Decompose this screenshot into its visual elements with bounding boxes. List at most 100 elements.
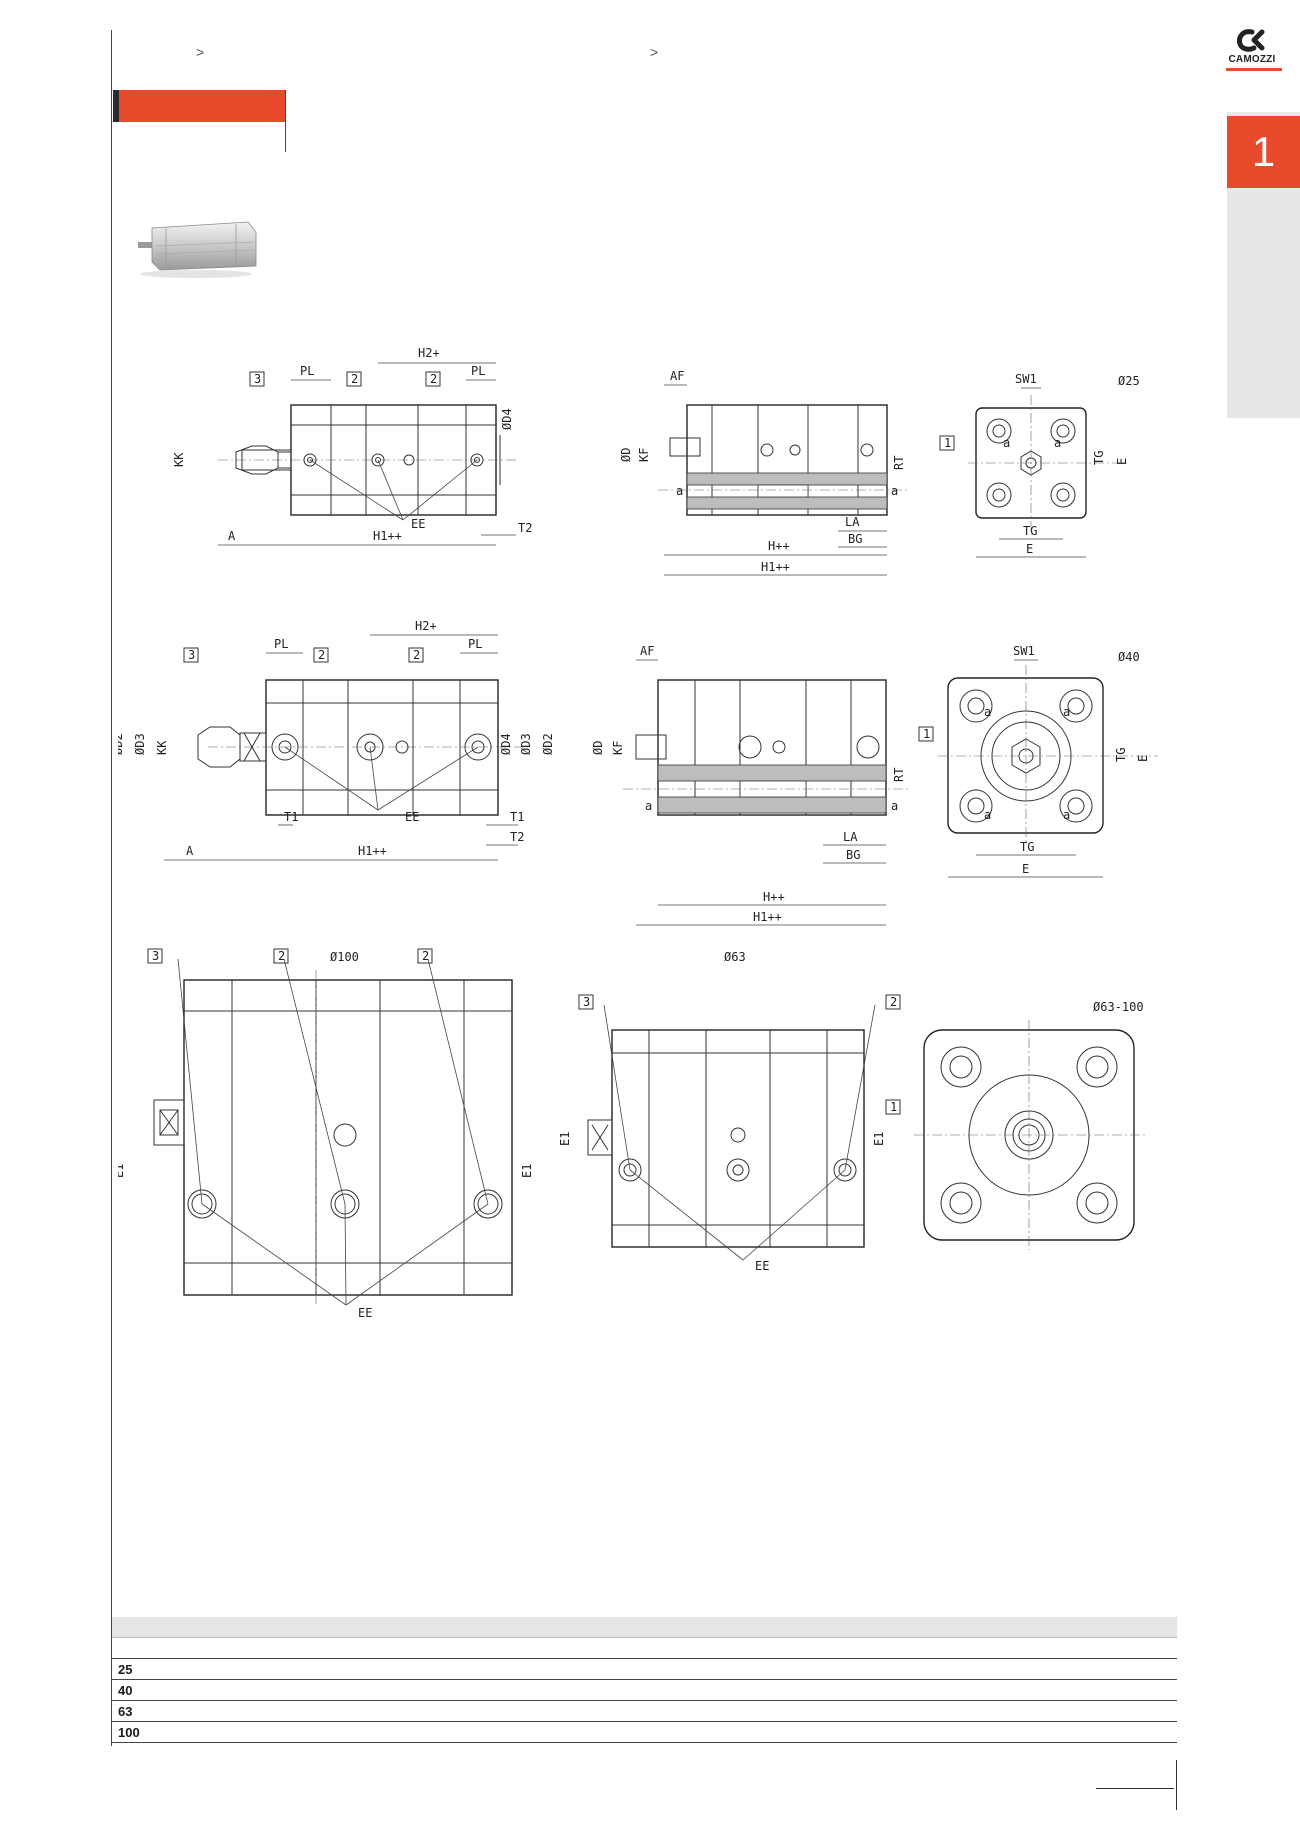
dimension-drawing: H2+ PL PL A H1++ KK ØD4 T2 EE 3 2 2: [118, 346, 1158, 1320]
callout-2: 2: [318, 648, 325, 662]
label-RT: RT: [892, 768, 906, 782]
callout-2: 2: [278, 949, 285, 963]
label-A: A: [186, 844, 194, 858]
view-d63-100-end: Ø63-100 1: [885, 1000, 1148, 1250]
label-D3: ØD3: [519, 733, 533, 755]
label-SW1: SW1: [1013, 644, 1035, 658]
row-size: 63: [112, 1700, 1177, 1722]
label-EE: EE: [358, 1306, 372, 1320]
label-PL: PL: [274, 637, 288, 651]
label-SW1: SW1: [1015, 372, 1037, 386]
label-H: H++: [763, 890, 785, 904]
label-E1: E1: [118, 1164, 126, 1178]
view-d25-end: SW1 Ø25 TG E TG E 1 a a: [939, 372, 1140, 558]
callout-3: 3: [152, 949, 159, 963]
label-H2: H2+: [415, 619, 437, 633]
label-d63-100: Ø63-100: [1093, 1000, 1144, 1014]
callout-2: 2: [890, 995, 897, 1009]
label-EE: EE: [755, 1259, 769, 1273]
breadcrumb-separator: >: [196, 44, 205, 60]
section-title-bar: [113, 90, 286, 122]
label-d63: Ø63: [724, 950, 746, 964]
label-d100: Ø100: [330, 950, 359, 964]
page-left-rule: [111, 30, 112, 1746]
label-T1: T1: [284, 810, 298, 824]
view-d40-side: H2+ PL PL A H1++ ØD2 ØD3 KK ØD4 ØD3 ØD2 …: [118, 619, 555, 861]
label-E: E: [1022, 862, 1029, 876]
table-header: [112, 1617, 1177, 1638]
label-a: a: [984, 808, 991, 822]
label-BG: BG: [846, 848, 860, 862]
label-LA: LA: [845, 515, 860, 529]
label-D2: ØD2: [541, 733, 555, 755]
breadcrumb-separator: >: [650, 44, 659, 60]
label-H1: H1++: [761, 560, 790, 574]
label-RT: RT: [892, 456, 906, 470]
callout-2: 2: [413, 648, 420, 662]
cylinder-product-photo: [138, 221, 257, 278]
label-LA: LA: [843, 830, 858, 844]
footer-vertical-rule: [1176, 1760, 1177, 1810]
row-size: 25: [112, 1658, 1177, 1680]
label-D3: ØD3: [133, 733, 147, 755]
brand-underline: [1226, 68, 1282, 71]
label-TG: TG: [1114, 748, 1128, 762]
label-a: a: [891, 484, 898, 498]
view-d25-section: H++ H1++ AF ØD KF RT LA BG a a: [619, 369, 908, 576]
label-D2: ØD2: [118, 733, 125, 755]
label-d25: Ø25: [1118, 374, 1140, 388]
footer-rule: [1096, 1788, 1174, 1789]
label-TG: TG: [1092, 451, 1106, 465]
label-KK: KK: [155, 740, 169, 755]
label-a: a: [1054, 436, 1061, 450]
label-a: a: [1063, 705, 1070, 719]
table-subheader: [112, 1637, 1177, 1659]
label-A: A: [228, 529, 236, 543]
label-a: a: [645, 799, 652, 813]
label-H: H++: [768, 539, 790, 553]
label-EE: EE: [405, 810, 419, 824]
label-d40: Ø40: [1118, 650, 1140, 664]
label-T2: T2: [518, 521, 532, 535]
label-D: ØD: [619, 448, 633, 462]
view-d40-section: H++ H1++ AF ØD KF RT LA BG a a: [591, 644, 908, 926]
chapter-tab-number[interactable]: 1: [1227, 116, 1300, 188]
row-size: 100: [112, 1721, 1177, 1743]
label-a: a: [1003, 436, 1010, 450]
label-BG: BG: [848, 532, 862, 546]
label-KF: KF: [611, 741, 625, 755]
label-PL: PL: [300, 364, 314, 378]
view-d100-side: Ø100 EE E1 E1 3 2 2: [118, 948, 534, 1320]
view-d63-side: Ø63 EE E1 E1 3 2: [558, 950, 901, 1273]
label-E: E: [1026, 542, 1033, 556]
label-TG: TG: [1023, 524, 1037, 538]
callout-1: 1: [923, 727, 930, 741]
table-row: 40: [112, 1679, 1177, 1701]
label-PL: PL: [468, 637, 482, 651]
label-E: E: [1115, 458, 1129, 465]
label-PL: PL: [471, 364, 485, 378]
label-KK: KK: [172, 452, 186, 467]
label-H1: H1++: [358, 844, 387, 858]
label-E1: E1: [872, 1132, 886, 1146]
callout-2: 2: [422, 949, 429, 963]
label-H1: H1++: [373, 529, 402, 543]
camozzi-logo-icon: [1237, 29, 1265, 52]
callout-3: 3: [188, 648, 195, 662]
callout-3: 3: [583, 995, 590, 1009]
table-row: 63: [112, 1700, 1177, 1722]
label-KF: KF: [637, 448, 651, 462]
label-E1: E1: [558, 1132, 572, 1146]
callout-3: 3: [254, 372, 261, 386]
table-row: 100: [112, 1721, 1177, 1743]
dimensions-table: 25 40 63 100: [112, 1617, 1177, 1743]
section-title-rule: [285, 90, 286, 152]
label-D: ØD: [591, 741, 605, 755]
label-TG: TG: [1020, 840, 1034, 854]
label-a: a: [1063, 808, 1070, 822]
label-a: a: [984, 705, 991, 719]
label-a: a: [676, 484, 683, 498]
table-row: 25: [112, 1658, 1177, 1680]
label-H1: H1++: [753, 910, 782, 924]
view-d25-side: H2+ PL PL A H1++ KK ØD4 T2 EE 3 2 2: [172, 346, 532, 546]
